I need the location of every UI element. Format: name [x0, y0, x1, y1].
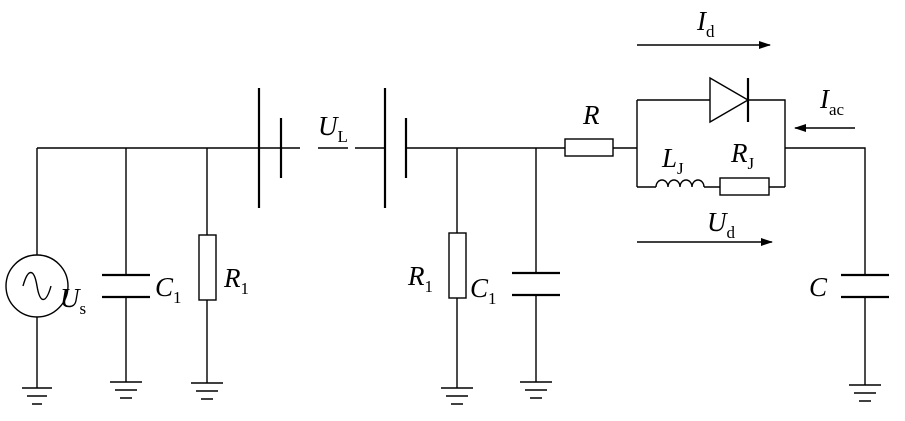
- right-bus-wire: [785, 147, 866, 385]
- label-rj: RJ: [730, 138, 755, 173]
- label-ul: UL: [318, 111, 348, 146]
- ground-symbol-c: [849, 384, 881, 402]
- ground-symbol-source: [22, 387, 52, 405]
- r1-mid-resistor: [448, 232, 467, 299]
- label-r1-mid: R1: [407, 261, 433, 296]
- label-iac: Iac: [819, 84, 845, 119]
- label-c: C: [809, 272, 828, 302]
- c1-left-capacitor: [102, 273, 150, 299]
- c1-mid-capacitor: [512, 271, 560, 297]
- inductor-lj-symbol: [655, 179, 705, 188]
- label-ud: Ud: [707, 207, 736, 242]
- label-c1-left: C1: [155, 272, 182, 307]
- r-series-resistor: [564, 138, 614, 157]
- diode-branch-wire: [636, 99, 786, 187]
- c-capacitor: [841, 273, 889, 299]
- diode-symbol: [709, 76, 750, 124]
- label-c1-mid: C1: [470, 273, 497, 308]
- ground-symbol-c1-mid: [520, 381, 552, 399]
- ground-symbol-r1-left: [191, 382, 223, 400]
- rj-resistor: [719, 177, 770, 196]
- label-id: Id: [696, 6, 715, 41]
- label-us: Us: [60, 283, 86, 318]
- ground-symbol-c1-left: [110, 381, 142, 399]
- label-lj: LJ: [661, 143, 684, 178]
- ground-symbol-r1-mid: [441, 387, 473, 405]
- r1-left-resistor: [198, 234, 217, 301]
- label-r: R: [582, 100, 600, 130]
- ac-source-symbol: [5, 254, 69, 318]
- label-r1-left: R1: [223, 263, 249, 298]
